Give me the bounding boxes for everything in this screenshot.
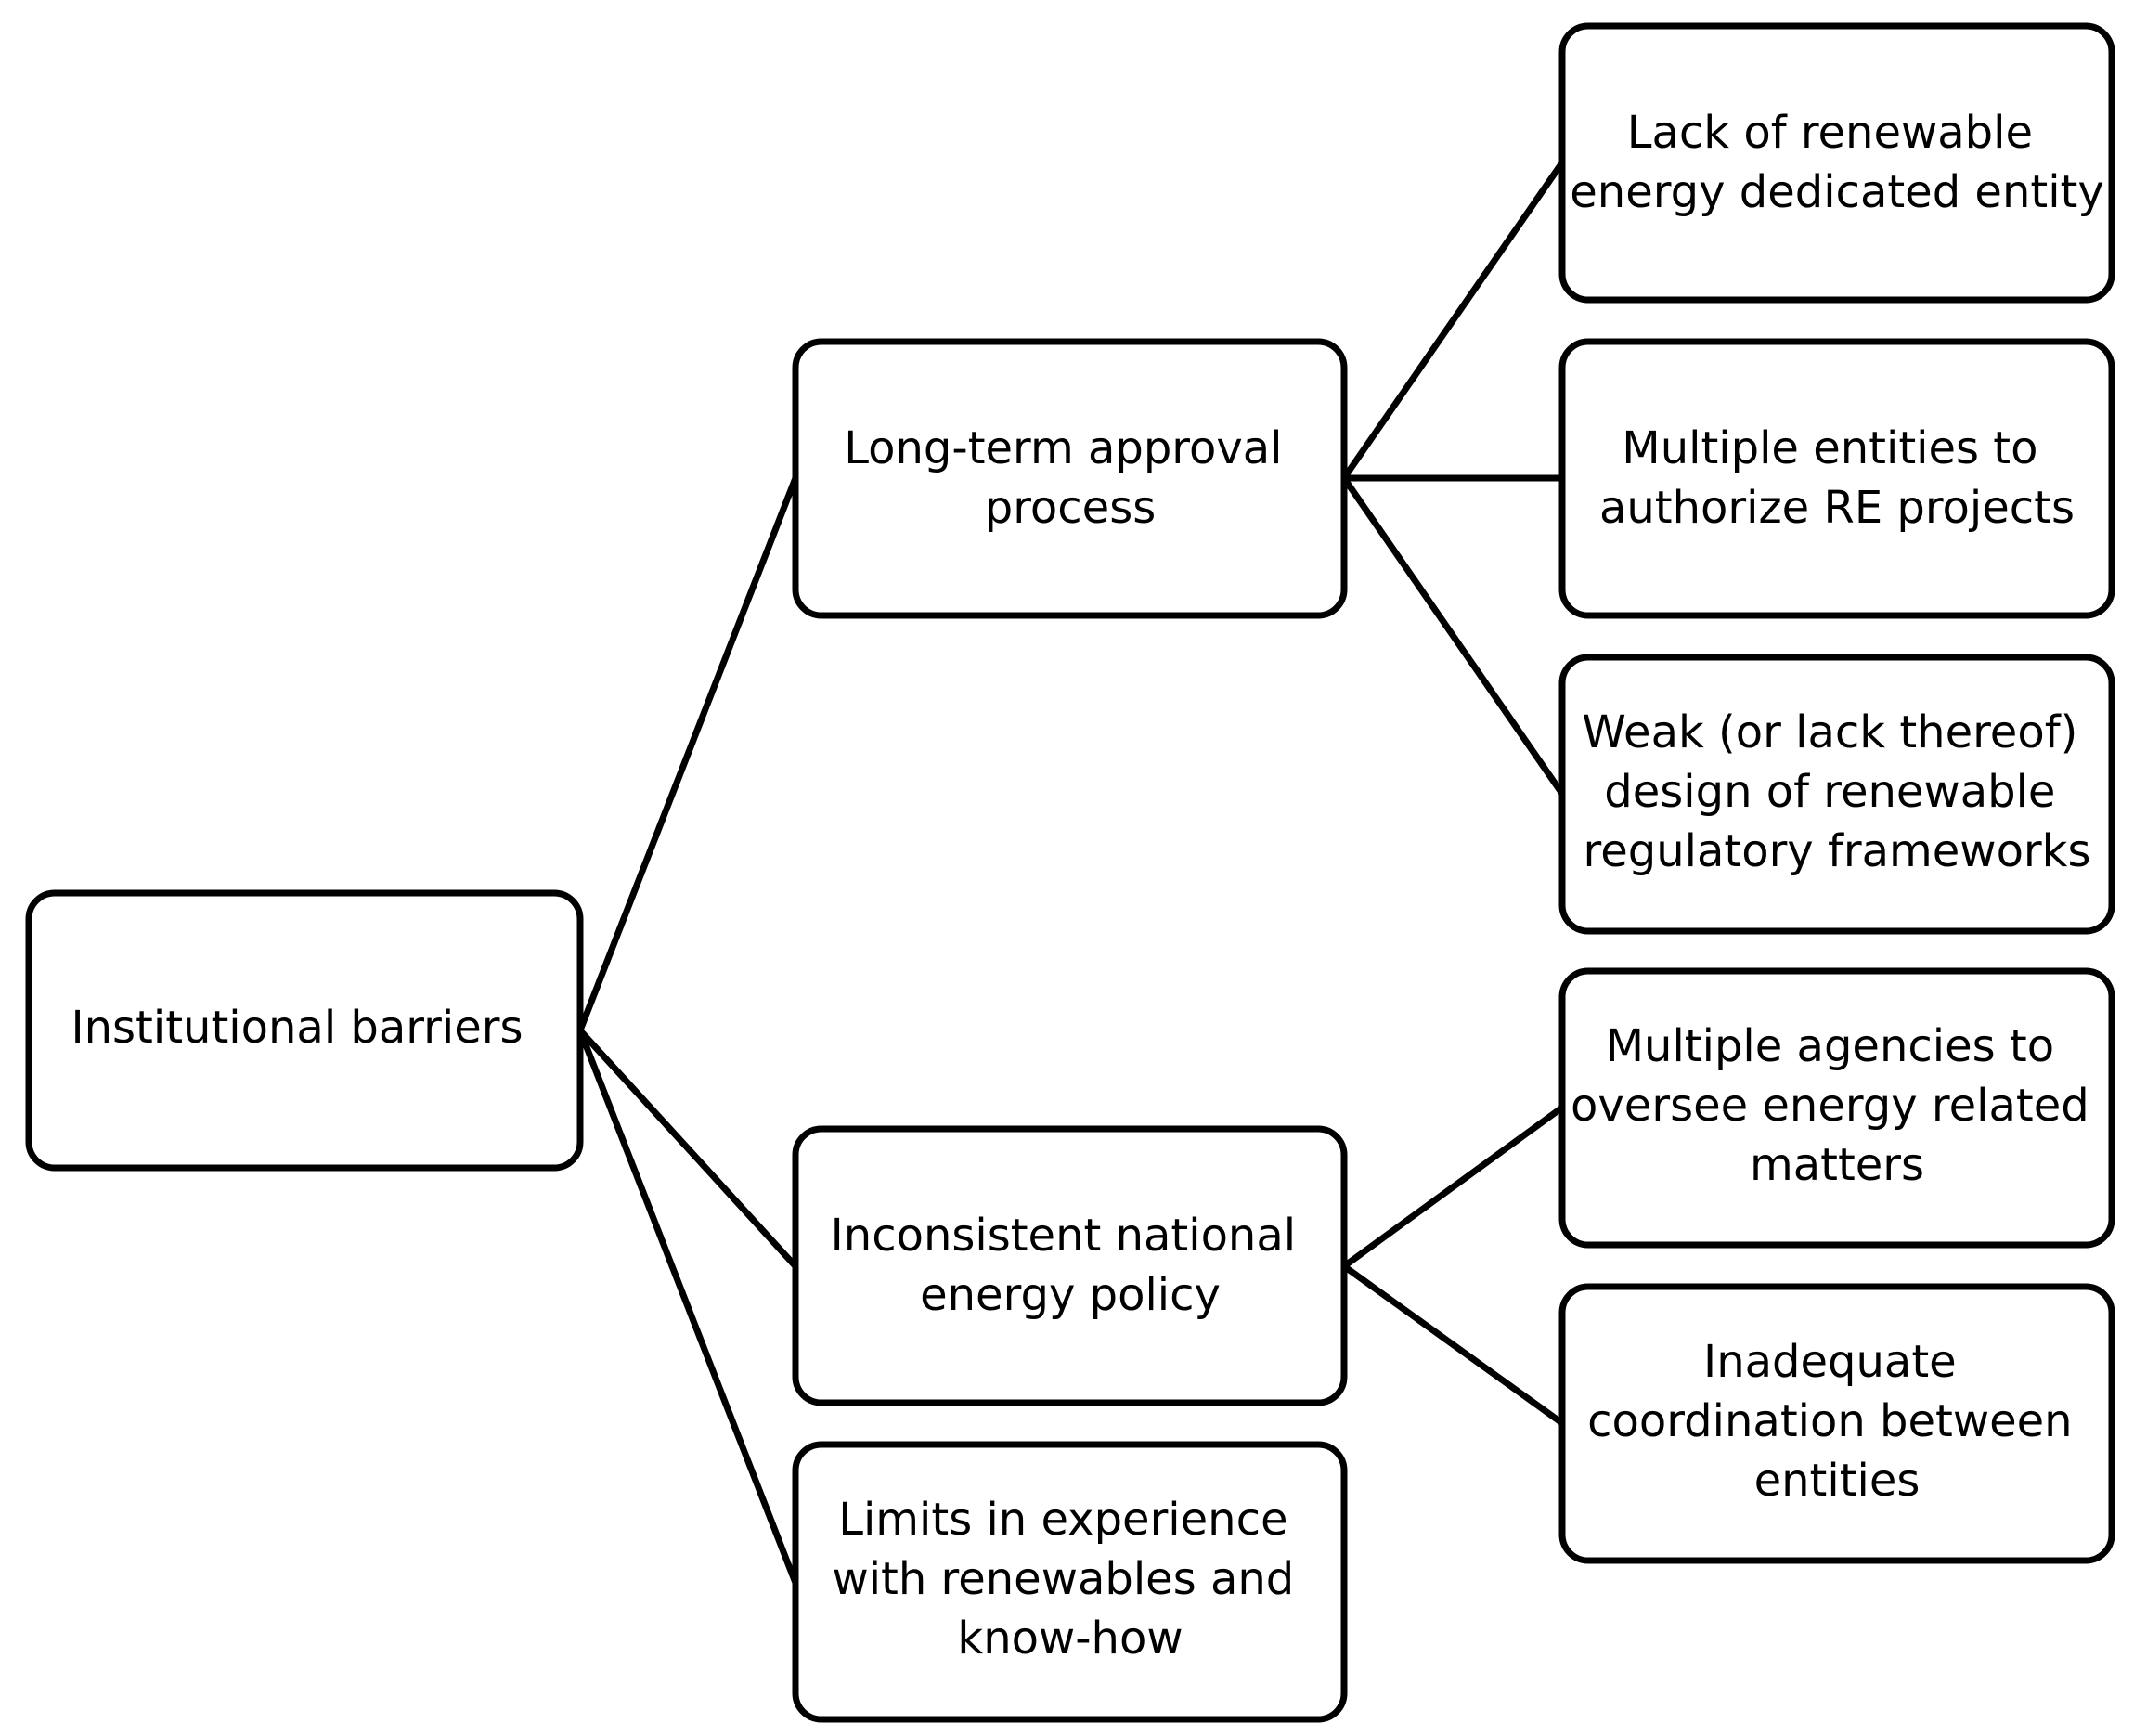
svg-text:Long-term approval proce: Long-term approval process bbox=[844, 422, 1297, 534]
node-inconsistent-policy: Inconsistent national energy policy bbox=[792, 1125, 1348, 1406]
node-label-line: know-how bbox=[957, 1613, 1183, 1665]
node-weak-frameworks: Weak (or lack thereof) design of renewab… bbox=[1558, 654, 2115, 935]
node-lack-dedicated-entity: Lack of renewable energy dedicated entit… bbox=[1558, 22, 2115, 304]
connector-approval-lack-entity bbox=[1340, 159, 1566, 482]
connector-policy-multi-agencies bbox=[1340, 1104, 1566, 1270]
node-label-line: Multiple entities to bbox=[1622, 422, 2037, 474]
node-label-line: process bbox=[985, 482, 1156, 534]
connector-root-policy bbox=[576, 1027, 799, 1270]
connector-policy-coordination bbox=[1340, 1263, 1566, 1427]
svg-text:Lack of renewable energy: Lack of renewable energy dedicated entit… bbox=[1570, 107, 2104, 218]
node-label-line: Inconsistent national bbox=[831, 1210, 1297, 1262]
node-label-line: entities bbox=[1754, 1455, 1921, 1507]
connector-root-experience bbox=[576, 1027, 799, 1587]
node-inadequate-coordination: Inadequate coordination between entities bbox=[1558, 1283, 2115, 1564]
node-label-line: Long-term approval bbox=[844, 422, 1282, 474]
node-institutional-barriers: Institutional barriers bbox=[25, 889, 584, 1172]
svg-text:Inconsistent national en: Inconsistent national energy policy bbox=[831, 1210, 1311, 1321]
node-label-line: Limits in experience bbox=[838, 1494, 1287, 1546]
node-label-line: coordination between bbox=[1587, 1395, 2072, 1447]
svg-text:Inadequate coordination: Inadequate coordination between entities bbox=[1587, 1336, 2087, 1507]
node-label-line: Inadequate bbox=[1703, 1336, 1957, 1388]
node-label-line: matters bbox=[1750, 1139, 1924, 1191]
node-label-line: Institutional barriers bbox=[71, 1002, 523, 1054]
node-label-line: Lack of renewable bbox=[1627, 107, 2033, 159]
svg-text:Multiple agencies to ove: Multiple agencies to oversee energy rela… bbox=[1571, 1020, 2103, 1191]
svg-text:Weak (or lack thereof) d: Weak (or lack thereof) design of renewab… bbox=[1582, 706, 2091, 877]
node-label-line: Weak (or lack thereof) bbox=[1582, 706, 2077, 758]
svg-text:Multiple entities to aut: Multiple entities to authorize RE projec… bbox=[1599, 422, 2075, 534]
node-multiple-agencies: Multiple agencies to oversee energy rela… bbox=[1558, 967, 2115, 1249]
node-label-line: authorize RE projects bbox=[1599, 482, 2075, 534]
node-multiple-entities: Multiple entities to authorize RE projec… bbox=[1558, 338, 2115, 619]
node-limits-experience: Limits in experience with renewables and… bbox=[792, 1441, 1348, 1723]
node-label-line: energy dedicated entity bbox=[1570, 166, 2104, 218]
connector-root-approval bbox=[576, 474, 799, 1034]
connectors bbox=[576, 159, 1566, 1587]
node-label-line: with renewables and bbox=[832, 1553, 1294, 1605]
svg-text:Limits in experience wit: Limits in experience with renewables and… bbox=[832, 1494, 1308, 1665]
node-label-line: regulatory frameworks bbox=[1584, 825, 2091, 877]
node-label-line: oversee energy related bbox=[1571, 1080, 2089, 1132]
svg-text:Institutional barriers: Institutional barriers bbox=[71, 1002, 523, 1054]
node-label-line: energy policy bbox=[920, 1269, 1221, 1321]
node-label-line: design of renewable bbox=[1604, 766, 2055, 818]
node-label-line: Multiple agencies to bbox=[1606, 1020, 2054, 1072]
connector-approval-weak-frameworks bbox=[1340, 474, 1566, 797]
node-long-term-approval: Long-term approval process bbox=[792, 338, 1348, 619]
